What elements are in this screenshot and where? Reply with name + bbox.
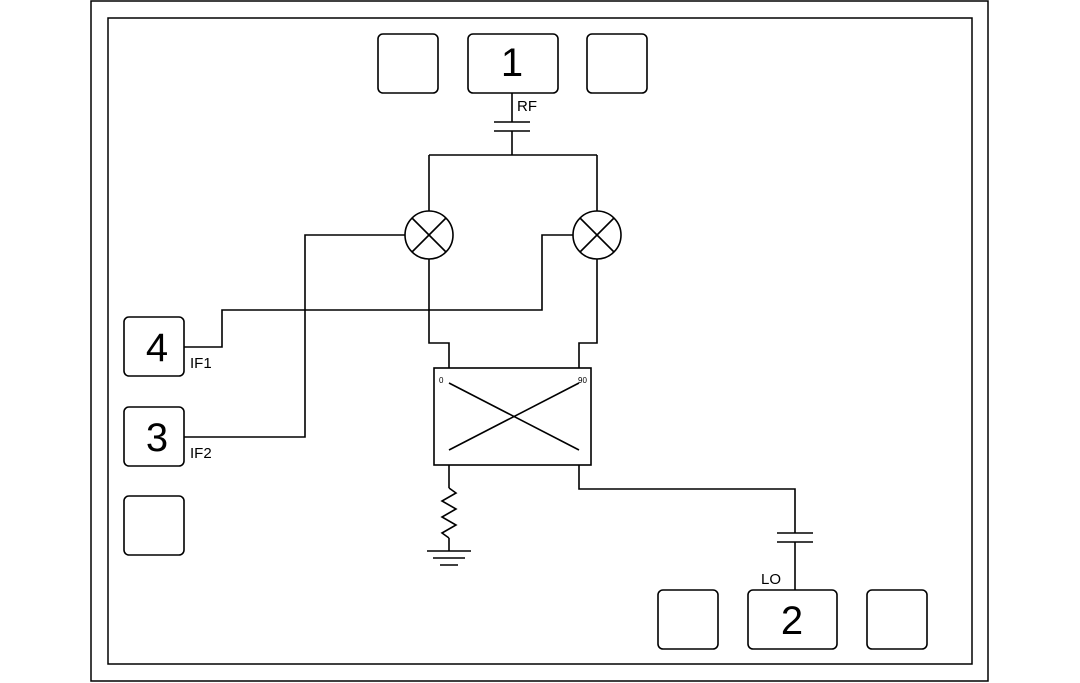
pad-rf-number: 1 [501,41,523,85]
rf-path [428,93,598,211]
pad-if1-number: 4 [146,326,168,370]
pad-lo-number: 2 [781,599,803,643]
pad-rf [467,33,559,94]
mixer-left-lo-trace [428,259,450,368]
rf-label: RF [517,98,537,115]
mixer-right-lo-trace [578,259,598,368]
die-outline [107,17,973,665]
mixer-right-icon [572,210,622,260]
pad-top-left [377,33,439,94]
lo-path [578,465,813,590]
if1-label: IF1 [190,355,212,372]
resistor-icon [440,487,458,539]
if2-trace [184,234,405,438]
if1-trace [184,234,573,348]
mixer-left-icon [404,210,454,260]
pad-lo [747,589,838,650]
hybrid-port-90-label: 90 [578,376,587,385]
pad-top-right [586,33,648,94]
ground-icon [427,550,471,566]
pad-if2-number: 3 [146,416,168,460]
outer-frame [90,0,989,682]
lo-label: LO [761,571,781,588]
hybrid-port-0-label: 0 [439,376,444,385]
pad-bottom-left [657,589,719,650]
pad-bottom-right [866,589,928,650]
pad-left-bottom [123,495,185,556]
if2-label: IF2 [190,445,212,462]
